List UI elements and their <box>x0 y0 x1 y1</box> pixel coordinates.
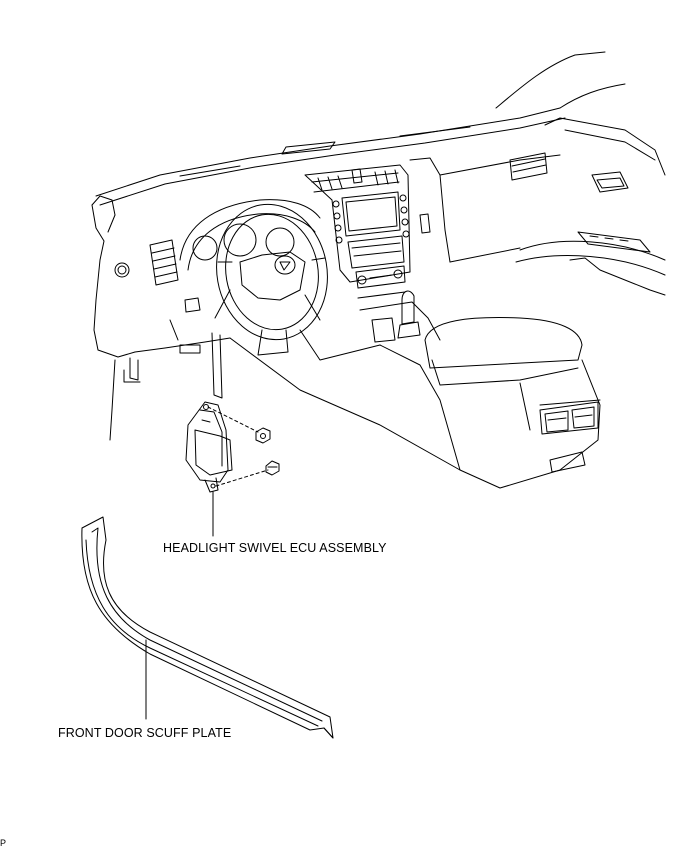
scuff-plate-drawing <box>82 517 333 738</box>
figure-code: P <box>0 838 7 848</box>
ecu-assembly-drawing <box>186 402 279 492</box>
scuff-plate-label: FRONT DOOR SCUFF PLATE <box>58 726 232 740</box>
dashboard-drawing <box>92 52 665 488</box>
ecu-label: HEADLIGHT SWIVEL ECU ASSEMBLY <box>163 541 387 555</box>
